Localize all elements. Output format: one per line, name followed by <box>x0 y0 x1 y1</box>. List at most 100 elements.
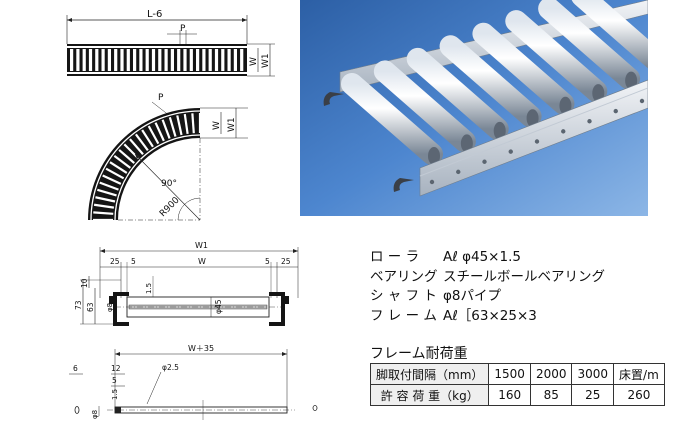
spec-row: フ レ ー ム Aℓ［63×25×3 <box>370 307 680 327</box>
shaft-dim-1-5: 1.5 <box>111 389 119 400</box>
roller-mark <box>88 49 93 71</box>
spec-value: Aℓ φ45×1.5 <box>443 249 521 265</box>
curve-roller-mark <box>93 211 114 215</box>
curve-roller-mark <box>97 188 117 197</box>
curve-roller-mark <box>129 138 144 155</box>
cross-section-drawing: W1 25 5 W 5 25 73 63 10 φ8 1.5 φ45 <box>74 241 299 326</box>
photo-roller-end <box>460 134 473 153</box>
length-label: L-6 <box>147 9 162 20</box>
photo-roller <box>505 10 608 103</box>
shaft-w35-label: W＋35 <box>188 344 214 353</box>
shaft-dim-5: 5 <box>112 376 117 385</box>
spec-value: φ8パイプ <box>443 288 501 304</box>
roller-mark <box>76 49 80 71</box>
curve-roller-mark <box>102 174 122 185</box>
roller-mark <box>145 49 149 71</box>
rail-hole <box>482 159 487 164</box>
curve-w-label: W <box>212 121 222 130</box>
rail-hole <box>534 139 540 144</box>
curve-roller-mark <box>134 133 149 152</box>
roller-mark <box>227 49 231 71</box>
curve-roller-mark <box>113 154 132 169</box>
roller-mark <box>208 49 212 71</box>
curve-conveyor-drawing: P W W1 90° R900 <box>88 93 248 222</box>
photo-roller-end <box>526 109 539 128</box>
roller-mark <box>158 49 162 71</box>
rail-hole <box>508 149 513 154</box>
roller-mark <box>189 49 193 71</box>
curve-roller-mark <box>95 196 116 203</box>
roller-mark <box>120 49 124 71</box>
rail-hole <box>456 169 461 175</box>
roller-mark <box>107 49 111 71</box>
photo-roller <box>341 73 443 165</box>
spec-row: ロ ー ラ Aℓ φ45×1.5 <box>370 248 680 268</box>
section-w1-label: W1 <box>195 241 208 250</box>
roller-mark <box>151 49 156 71</box>
curve-roller-mark <box>161 119 171 139</box>
curve-roller-mark <box>168 117 177 137</box>
dim-73: 73 <box>74 300 83 310</box>
photo-roller <box>538 0 641 90</box>
table-cell: 3000 <box>571 363 615 385</box>
roller-mark <box>82 49 86 71</box>
photo-roller <box>439 35 542 128</box>
table-cell: 2000 <box>529 363 573 385</box>
roller-mark <box>164 49 168 71</box>
angle-label: 90° <box>161 179 177 189</box>
dim-63: 63 <box>86 302 95 312</box>
spec-value: Aℓ［63×25×3 <box>443 307 537 324</box>
spec-value: スチールボールベアリング <box>443 268 605 285</box>
rail-hole <box>613 108 618 114</box>
roller-mark <box>114 49 118 71</box>
table-cell: 1500 <box>488 363 531 385</box>
phi45-label: φ45 <box>214 299 223 314</box>
section-w-label: W <box>198 257 206 266</box>
spec-label: ロ ー ラ <box>370 249 420 265</box>
roller-mark <box>139 49 143 71</box>
dim-5-left: 5 <box>131 257 136 266</box>
shaft-phi8: φ8 <box>91 410 99 419</box>
dim-5-right: 5 <box>265 257 270 266</box>
pitch-label: P <box>180 24 186 34</box>
roller-mark <box>70 49 74 71</box>
roller-mark <box>101 49 105 71</box>
curve-roller-mark <box>176 115 183 136</box>
curve-roller-mark <box>93 203 115 209</box>
shaft-dim-6: 6 <box>73 364 78 373</box>
curve-w1-label: W1 <box>227 117 237 132</box>
table-cell: 260 <box>613 384 665 406</box>
table-cell: 床置/m <box>613 363 665 385</box>
photo-roller <box>472 22 575 115</box>
roller-mark <box>170 49 174 71</box>
rail-hole <box>429 179 435 185</box>
dim-25-right: 25 <box>281 257 291 266</box>
roller-mark <box>221 49 225 71</box>
table-cell: 85 <box>529 384 573 406</box>
roller-mark <box>214 49 219 71</box>
straight-conveyor-drawing: L-6 P W W1 <box>66 9 275 77</box>
photo-roller-end <box>592 84 605 103</box>
roller-mark <box>95 49 99 71</box>
dim-10: 10 <box>80 278 89 288</box>
load-table: 脚取付間隔（mm） 1500 2000 3000 床置/m 許 容 荷 重（kg… <box>369 363 665 406</box>
table-header-cell: 許 容 荷 重（kg） <box>369 384 490 406</box>
shaft-dim-12: 12 <box>111 364 121 373</box>
rail-hole <box>561 129 566 134</box>
load-table-title: フレーム耐荷重 <box>370 346 468 362</box>
photo-roller <box>373 60 476 153</box>
roller-mark <box>133 49 137 71</box>
roller-mark <box>183 49 187 71</box>
roller-mark <box>202 49 206 71</box>
w-label: W <box>249 57 259 66</box>
photo-roller-end <box>493 121 506 140</box>
roller-mark <box>233 49 237 71</box>
curve-roller-mark <box>154 122 165 142</box>
table-header-cell: 脚取付間隔（mm） <box>369 363 490 385</box>
curve-roller-mark <box>109 161 128 174</box>
shaft-drawing: W＋35 6 12 5 1.5 φ2.5 φ8 <box>69 344 318 420</box>
spec-label: フ レ ー ム <box>370 307 437 324</box>
photo-roller <box>571 0 648 69</box>
